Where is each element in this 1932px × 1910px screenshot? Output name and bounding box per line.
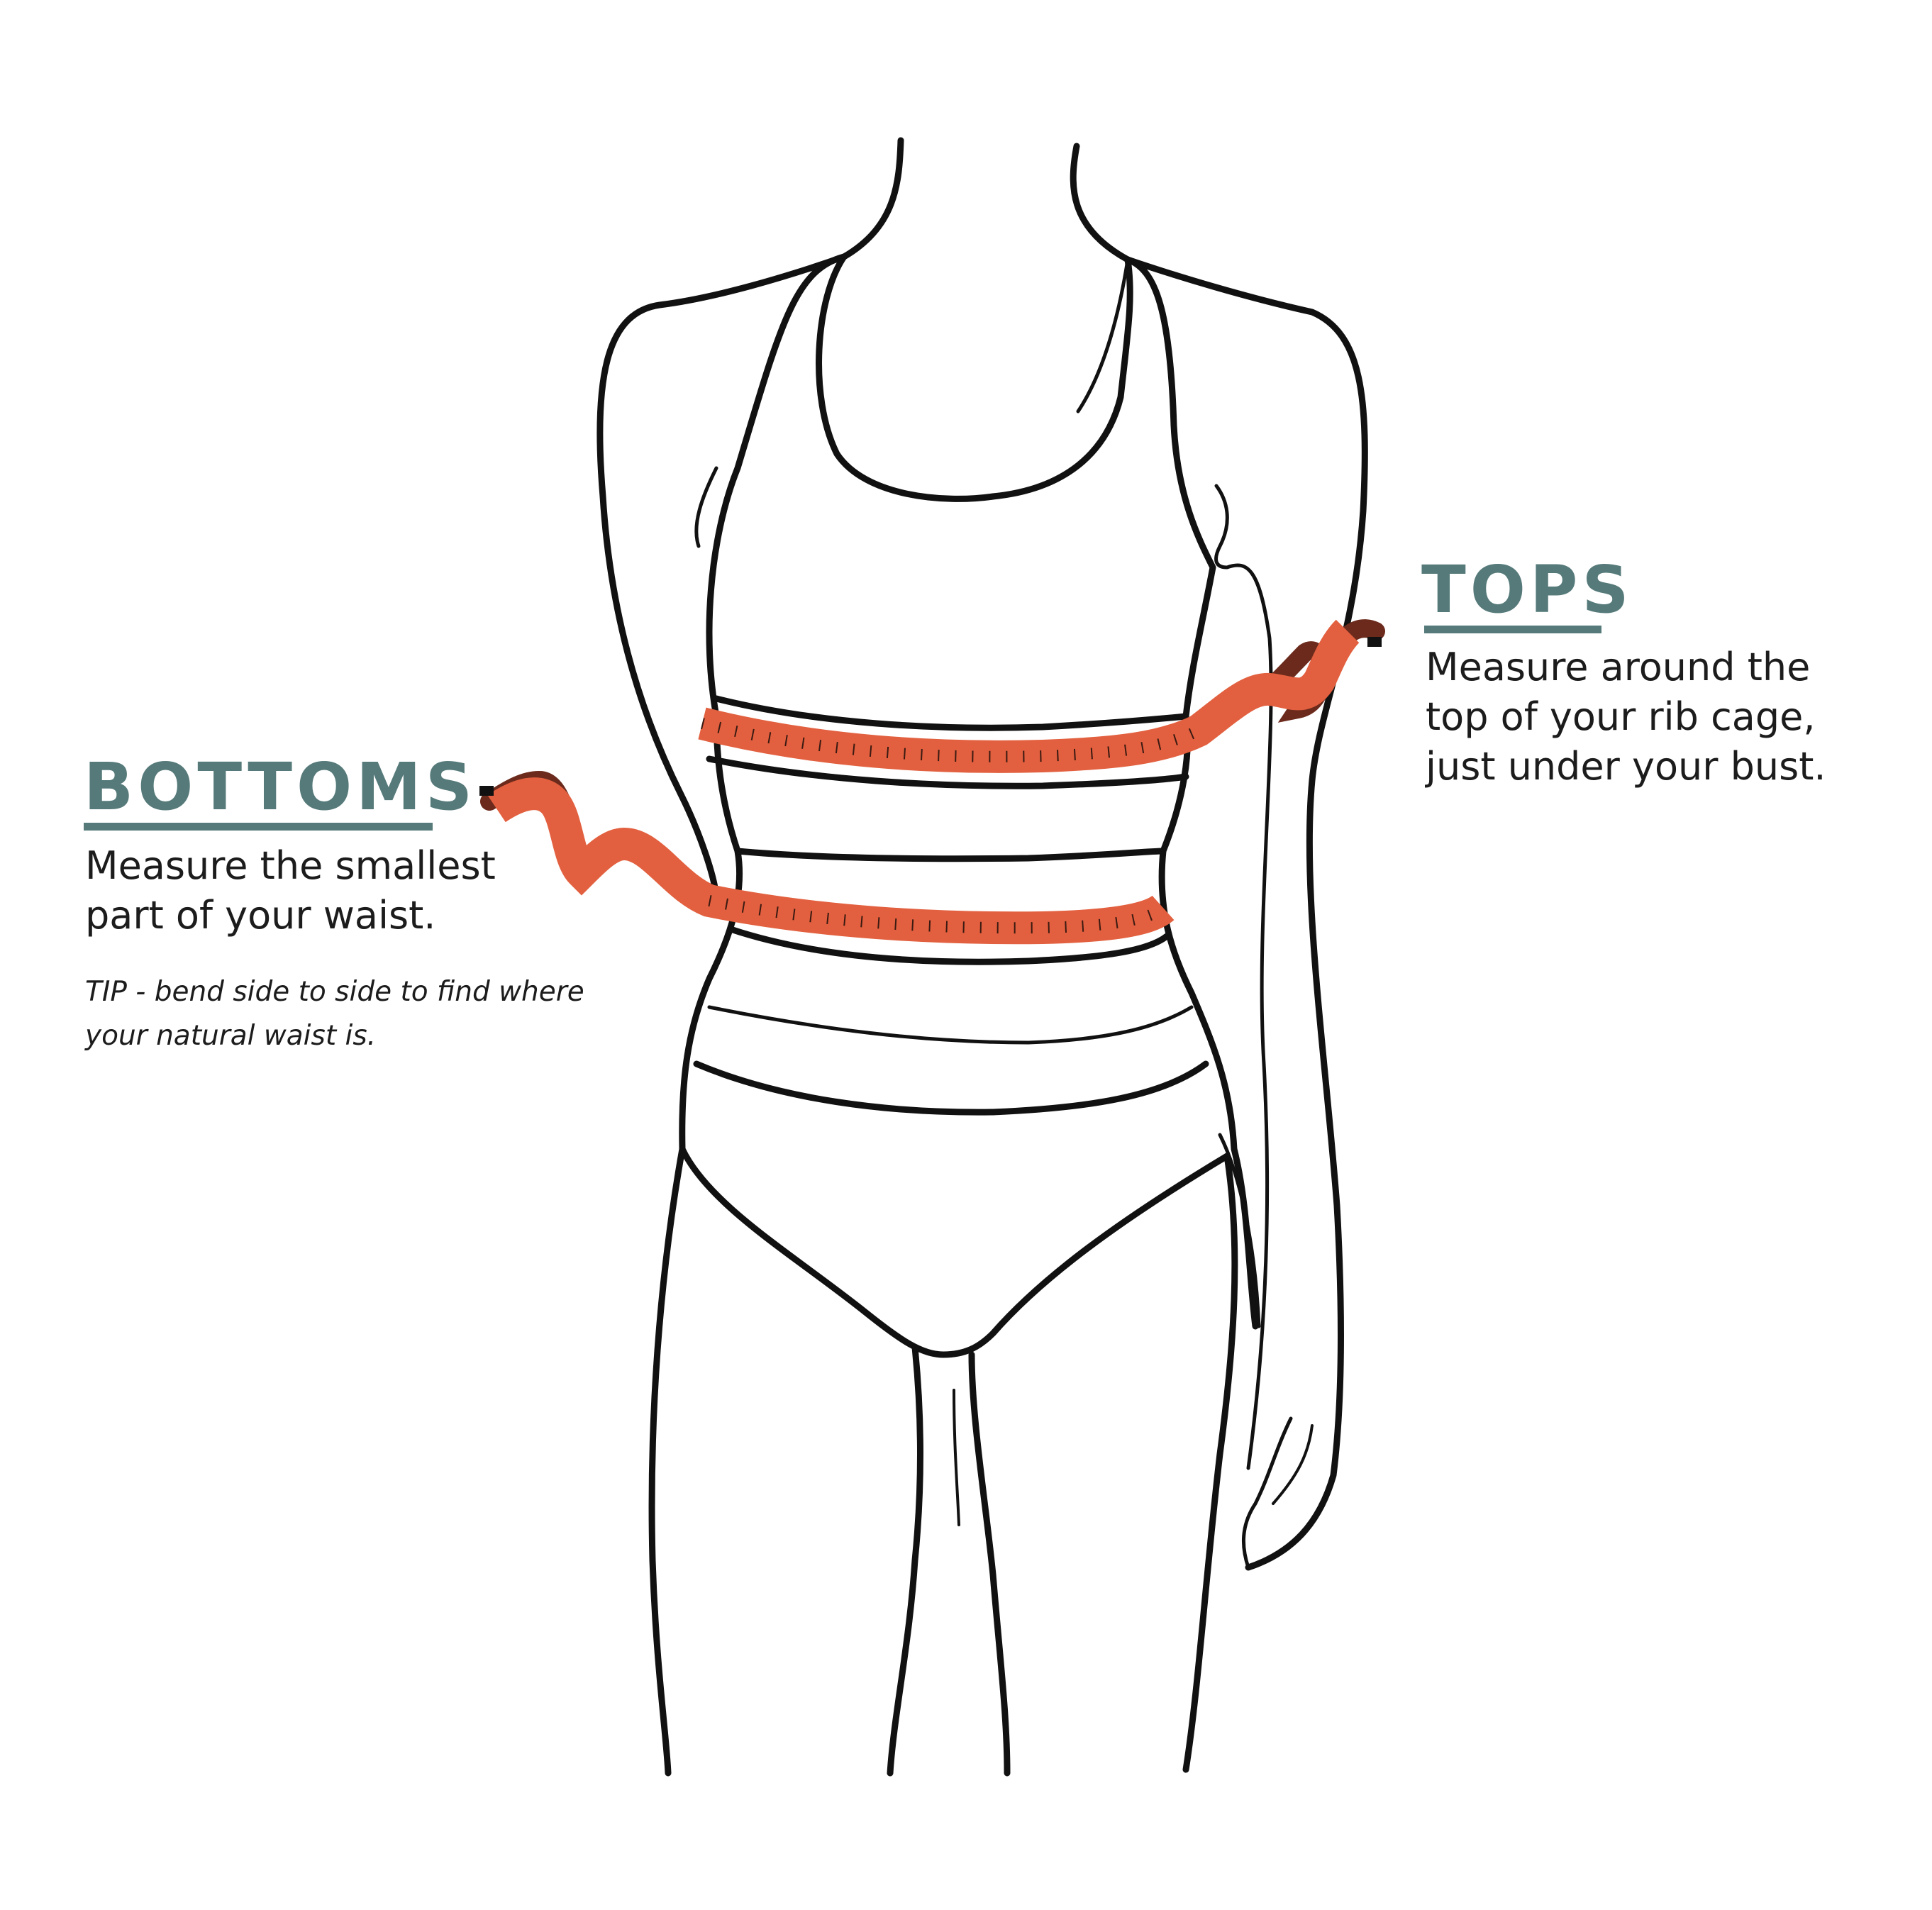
tops-tape-front (698, 619, 1360, 773)
neck-left (840, 137, 904, 260)
body-outline (596, 137, 1368, 1777)
right-leg-inner (968, 1351, 1011, 1777)
left-inner-arm (694, 466, 718, 548)
right-hand (1241, 1416, 1293, 1570)
right-leg-outer (1182, 1153, 1238, 1773)
bottoms-description-line: Measure the smallest (85, 843, 496, 888)
left-shoulder-arm (596, 253, 848, 904)
bottoms-heading: BOTTOMS (84, 749, 477, 825)
bra-neckline (816, 253, 1133, 502)
bra-neck-inner (1076, 257, 1130, 413)
bottoms-tape (479, 770, 1175, 945)
bottoms-heading-underline (84, 823, 433, 831)
tops-heading: TOPS (1421, 552, 1633, 628)
waist-line (727, 926, 1170, 965)
bra-left-strap (706, 253, 848, 720)
torso-right (1158, 713, 1259, 1330)
tops-tape (698, 619, 1385, 773)
neck-right (1070, 143, 1131, 263)
right-inner-arm (1214, 484, 1273, 1470)
hip-right (1218, 1133, 1261, 1328)
right-hand-inner (1272, 1424, 1314, 1505)
tops-tape-ticks (701, 718, 1201, 762)
midriff-line (734, 848, 1167, 862)
tops-heading-underline (1424, 626, 1601, 633)
underbust-band-top (713, 695, 1189, 731)
bottoms-tip-line: your natural waist is. (85, 1020, 377, 1052)
tops-description: Measure around the top of your rib cage,… (1426, 643, 1922, 792)
torso-left (679, 713, 743, 1153)
briefs-top (707, 1005, 1194, 1045)
bottoms-description: Measure the smallest part of your waist. (85, 841, 596, 940)
briefs-leg-left (679, 1145, 1231, 1358)
tops-description-line: top of your rib cage, (1426, 694, 1816, 739)
tops-description-line: Measure around the (1426, 645, 1811, 689)
bottoms-tip: TIP - bend side to side to find where yo… (85, 970, 667, 1058)
bottoms-tape-end-tab (479, 786, 494, 796)
left-leg-inner (887, 1344, 923, 1777)
right-leg-inner-shade (953, 1389, 960, 1526)
left-leg-outer (648, 1145, 686, 1777)
bottoms-tip-line: TIP - bend side to side to find where (85, 976, 584, 1008)
bottoms-tape-front (487, 777, 1175, 945)
bra-right-strap (1124, 256, 1216, 720)
underbust-band-bottom (706, 755, 1189, 789)
bottoms-description-line: part of your waist. (85, 893, 436, 938)
briefs-waistband (693, 1060, 1209, 1116)
tops-tape-end-tab (1367, 637, 1382, 647)
tops-description-line: just under your bust. (1426, 744, 1826, 789)
right-shoulder-arm (1124, 256, 1368, 1571)
bottoms-tape-ticks (708, 895, 1167, 934)
